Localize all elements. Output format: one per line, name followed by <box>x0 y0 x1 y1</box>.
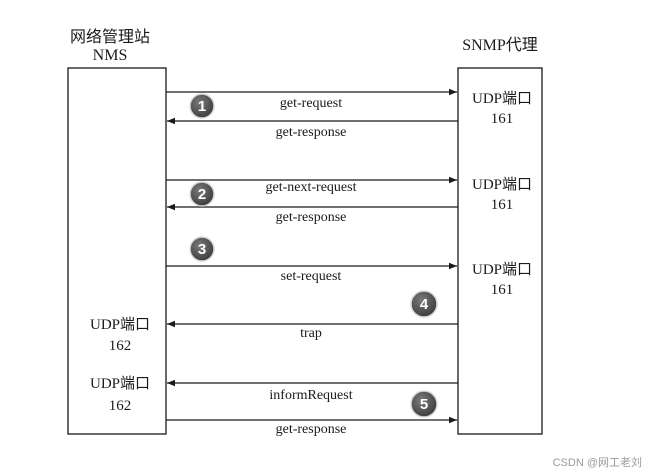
message-get-response-2: get-response <box>167 203 458 225</box>
step-number: 3 <box>198 241 206 258</box>
step-number: 4 <box>420 296 429 313</box>
agent-title: SNMP代理 <box>462 36 538 54</box>
message-label: get-response <box>276 422 347 437</box>
nms-title-line1: 网络管理站 <box>70 27 150 46</box>
message-label: trap <box>300 326 322 341</box>
nms-port-1-label: UDP端口 <box>90 316 150 333</box>
nms-port-1-number: 162 <box>109 338 132 354</box>
message-label: get-request <box>280 96 342 111</box>
step-number: 5 <box>420 396 428 413</box>
step-badge-1: 1 <box>189 93 215 119</box>
message-set-request: set-request <box>166 262 457 284</box>
message-label: get-next-request <box>266 180 357 195</box>
message-get-next-request: get-next-request <box>166 176 457 195</box>
step-badge-4: 4 <box>410 290 438 318</box>
message-label: get-response <box>276 210 347 225</box>
message-label: informRequest <box>269 388 352 403</box>
nms-box <box>67 67 167 435</box>
nms-title-line2: NMS <box>93 47 128 64</box>
agent-port-3-label: UDP端口 <box>472 261 532 278</box>
message-label: get-response <box>276 125 347 140</box>
message-trap: trap <box>167 320 458 341</box>
step-badge-2: 2 <box>189 181 215 207</box>
message-get-response-1: get-response <box>167 117 458 140</box>
agent-port-3-number: 161 <box>491 282 514 298</box>
step-number: 1 <box>198 98 206 115</box>
agent-port-1-number: 161 <box>491 111 514 127</box>
agent-port-2-number: 161 <box>491 197 514 213</box>
nms-port-2-label: UDP端口 <box>90 375 150 392</box>
message-get-request: get-request <box>166 88 457 111</box>
step-number: 2 <box>198 186 206 203</box>
agent-port-2-label: UDP端口 <box>472 176 532 193</box>
message-inform-request: informRequest <box>167 379 458 403</box>
message-label: set-request <box>281 269 342 284</box>
step-badge-5: 5 <box>410 390 438 418</box>
step-badge-3: 3 <box>189 236 215 262</box>
nms-port-2-number: 162 <box>109 398 132 414</box>
agent-box <box>457 67 543 435</box>
message-get-response-3: get-response <box>166 416 457 437</box>
agent-port-1-label: UDP端口 <box>472 90 532 107</box>
watermark: CSDN @网工老刘 <box>553 456 642 469</box>
